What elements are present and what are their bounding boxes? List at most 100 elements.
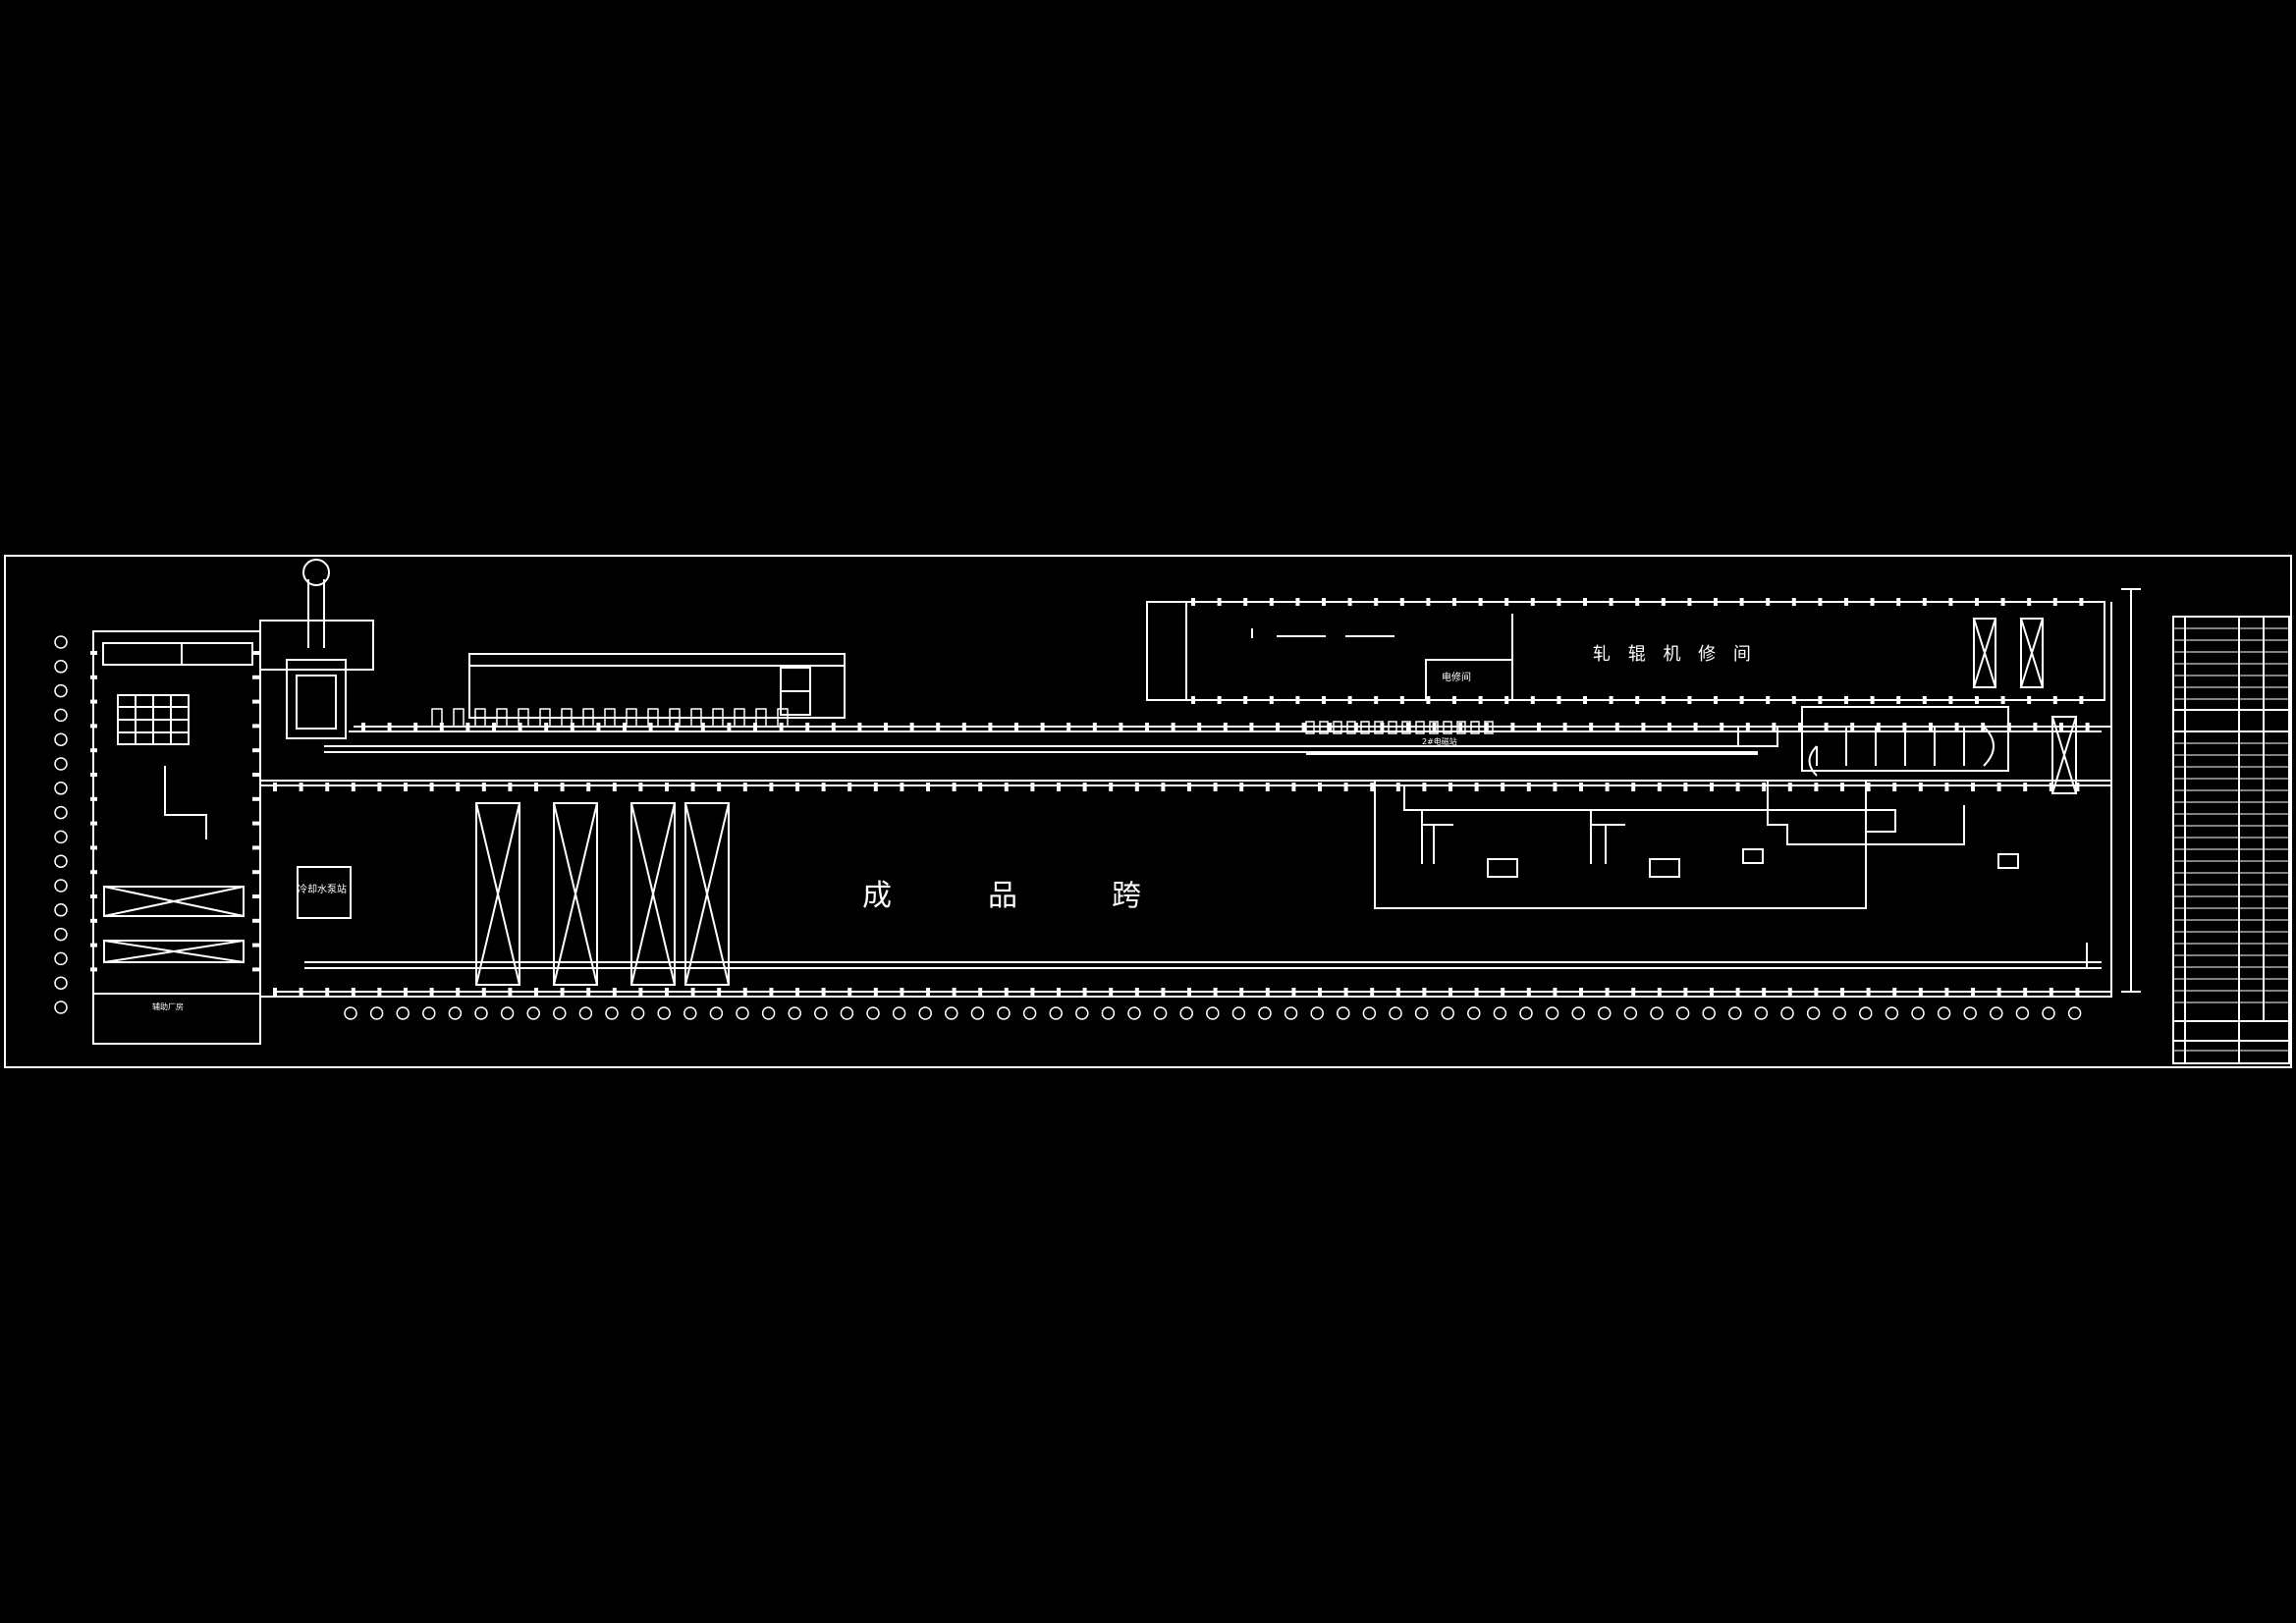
- column-mark: [1631, 988, 1636, 997]
- mill-stand: [1443, 721, 1452, 734]
- column-mark: [2000, 696, 2005, 704]
- column-mark: [90, 699, 97, 704]
- column-mark: [1406, 723, 1410, 731]
- axis-bubble: [630, 1006, 645, 1020]
- column-mark: [1635, 696, 1640, 704]
- column-mark: [1370, 783, 1375, 791]
- axis-bubble: [1467, 1006, 1481, 1020]
- column-mark: [570, 723, 574, 731]
- column-mark: [1276, 723, 1280, 731]
- column-mark: [560, 783, 565, 791]
- column-mark: [252, 773, 259, 777]
- axis-bubble: [422, 1006, 436, 1020]
- column-mark: [952, 988, 957, 997]
- column-mark: [1422, 783, 1427, 791]
- column-mark: [1772, 723, 1777, 731]
- column-mark: [926, 783, 930, 791]
- axis-bubble: [2067, 1006, 2082, 1020]
- column-mark: [508, 783, 513, 791]
- axis-bubble: [1650, 1006, 1664, 1020]
- column-mark: [873, 783, 878, 791]
- axis-bubble: [788, 1006, 801, 1020]
- column-mark: [1918, 783, 1923, 791]
- column-mark: [1579, 783, 1583, 791]
- mill-stand: [1429, 721, 1439, 734]
- axis-bubble: [1101, 1006, 1116, 1020]
- mill-stand: [777, 708, 789, 728]
- column-mark: [1426, 696, 1431, 704]
- column-mark: [1004, 988, 1009, 997]
- mill-stand: [1319, 721, 1329, 734]
- axis-bubble: [54, 830, 68, 844]
- column-mark: [1269, 598, 1274, 606]
- axis-bubble: [1414, 1006, 1429, 1020]
- column-mark: [1902, 723, 1907, 731]
- column-mark: [252, 724, 259, 729]
- column-mark: [717, 783, 722, 791]
- column-mark: [1896, 696, 1901, 704]
- cooling-pump-label: 冷却水泵站: [298, 885, 347, 895]
- column-mark: [1693, 723, 1698, 731]
- substation-label: 2#电磁站: [1422, 737, 1457, 746]
- column-mark: [586, 783, 591, 791]
- column-mark: [1876, 723, 1881, 731]
- column-mark: [1057, 988, 1061, 997]
- column-mark: [1109, 783, 1114, 791]
- column-mark: [1504, 696, 1509, 704]
- column-mark: [1739, 696, 1744, 704]
- column-mark: [1501, 783, 1505, 791]
- column-mark: [1478, 696, 1483, 704]
- column-mark: [90, 821, 97, 826]
- left-building: [92, 630, 261, 1045]
- axis-bubble: [736, 1006, 749, 1020]
- column-mark: [1161, 988, 1166, 997]
- axis-bubble: [54, 854, 68, 868]
- column-mark: [831, 723, 836, 731]
- column-mark: [1787, 988, 1792, 997]
- column-mark: [404, 988, 408, 997]
- column-mark: [1840, 783, 1844, 791]
- axis-bubble: [1728, 1006, 1742, 1020]
- bay-label-char-2: 品: [988, 879, 1019, 913]
- column-axis-bubbles: [344, 1006, 2082, 1020]
- column-mark: [377, 783, 382, 791]
- column-mark: [638, 988, 643, 997]
- column-mark: [1944, 988, 1949, 997]
- mill-stand: [1360, 721, 1370, 734]
- axis-bubble: [1362, 1006, 1377, 1020]
- column-mark: [1223, 723, 1228, 731]
- mill-stand: [1374, 721, 1384, 734]
- column-mark: [1745, 723, 1750, 731]
- column-mark: [1609, 696, 1613, 704]
- column-mark: [1191, 696, 1195, 704]
- column-mark: [1971, 783, 1975, 791]
- column-mark: [847, 783, 852, 791]
- column-mark: [1866, 988, 1871, 997]
- column-mark: [1762, 988, 1767, 997]
- column-mark: [1739, 598, 1744, 606]
- column-mark: [429, 988, 434, 997]
- crane-bay-1: [475, 802, 520, 986]
- column-mark: [252, 943, 259, 947]
- column-mark: [508, 988, 513, 997]
- axis-bubble: [814, 1006, 828, 1020]
- column-mark: [1922, 598, 1927, 606]
- column-mark: [90, 870, 97, 875]
- column-mark: [351, 988, 355, 997]
- column-mark: [1318, 988, 1322, 997]
- column-mark: [1145, 723, 1149, 731]
- column-mark: [252, 651, 259, 655]
- mill-stand: [496, 708, 508, 728]
- column-mark: [90, 845, 97, 850]
- column-mark: [465, 723, 470, 731]
- mill-stand: [1401, 721, 1411, 734]
- column-mark: [2049, 988, 2053, 997]
- column-mark: [1449, 988, 1452, 997]
- column-mark: [1301, 723, 1306, 731]
- column-mark: [926, 988, 930, 997]
- column-mark: [1265, 988, 1270, 997]
- column-mark: [1687, 696, 1692, 704]
- column-mark: [1161, 783, 1166, 791]
- column-mark: [1720, 723, 1724, 731]
- column-mark: [90, 675, 97, 679]
